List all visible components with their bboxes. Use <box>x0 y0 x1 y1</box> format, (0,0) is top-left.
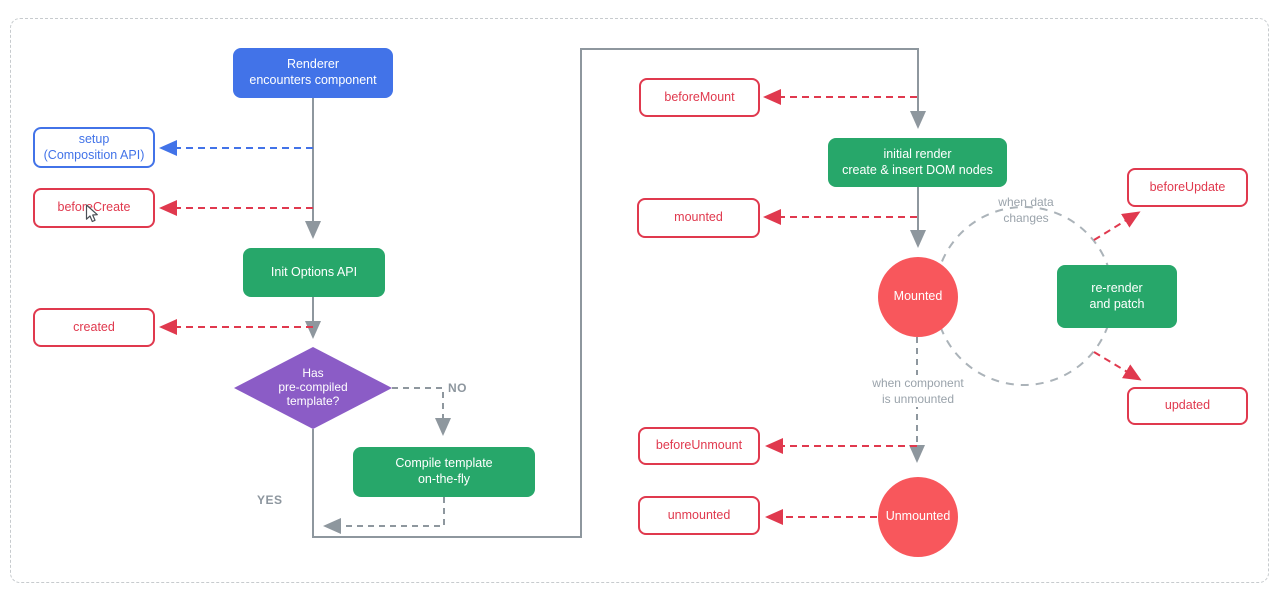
node-label: Has <box>302 366 324 381</box>
node-label: Compile template <box>395 456 493 471</box>
label-no: NO <box>448 381 467 395</box>
edge-to-before-update <box>1093 211 1141 241</box>
decision-diamond-shape <box>234 347 392 429</box>
node-updated-hook: updated <box>1127 387 1248 425</box>
label-when-component-unmounted: when component is unmounted <box>871 375 965 408</box>
note-line: is unmounted <box>881 392 955 407</box>
node-label: setup <box>78 131 110 146</box>
edge-compile-return <box>323 497 445 534</box>
node-label: updated <box>1164 398 1211 413</box>
node-init-options-api: Init Options API <box>243 248 385 297</box>
node-label: Init Options API <box>270 264 358 279</box>
node-label: Renderer <box>286 57 340 72</box>
node-label: created <box>73 319 115 334</box>
node-label: (Composition API) <box>43 147 145 162</box>
node-unmounted-hook: unmounted <box>638 496 760 535</box>
node-label: beforeUnmount <box>655 438 743 453</box>
node-label: and patch <box>1089 296 1145 311</box>
node-label: create & insert DOM nodes <box>842 162 993 177</box>
edge-to-updated <box>1093 351 1142 381</box>
node-label: beforeUpdate <box>1149 179 1226 194</box>
node-unmounted-state: Unmounted <box>878 477 958 557</box>
node-label: beforeCreate <box>57 200 131 215</box>
node-renderer: Renderer encounters component <box>233 48 393 98</box>
node-label: beforeMount <box>664 89 735 104</box>
label-when-data-changes: when data changes <box>980 194 1072 226</box>
node-before-mount-hook: beforeMount <box>639 78 760 117</box>
node-mounted-hook: mounted <box>637 198 760 238</box>
note-line: changes <box>1003 211 1049 226</box>
node-has-precompiled-template: Has pre-compiled template? <box>253 366 373 409</box>
note-line: component <box>904 376 964 390</box>
node-created-hook: created <box>33 308 155 347</box>
node-label: mounted <box>674 210 723 225</box>
node-label: Unmounted <box>885 509 951 524</box>
label-yes: YES <box>257 493 283 507</box>
note-line: when <box>872 376 901 390</box>
node-label: Mounted <box>893 289 943 304</box>
node-before-update-hook: beforeUpdate <box>1127 168 1248 207</box>
node-initial-render: initial render create & insert DOM nodes <box>828 138 1007 187</box>
node-setup-hook: setup (Composition API) <box>33 127 155 168</box>
node-label: pre-compiled <box>278 380 348 395</box>
node-compile-template: Compile template on-the-fly <box>353 447 535 497</box>
node-label: unmounted <box>667 507 731 522</box>
node-label: on-the-fly <box>417 472 471 486</box>
edge-yes-to-initial-render <box>312 48 926 538</box>
node-re-render-and-patch: re-render and patch <box>1057 265 1177 328</box>
node-label: initial render <box>883 146 952 161</box>
node-before-unmount-hook: beforeUnmount <box>638 427 760 465</box>
mouse-cursor-icon <box>85 204 98 223</box>
node-label: template? <box>286 393 340 408</box>
note-line: when data <box>998 195 1054 209</box>
node-label: encounters component <box>249 73 377 87</box>
node-label: re-render <box>1091 280 1143 295</box>
edge-no-to-compile <box>392 387 451 436</box>
node-mounted-state: Mounted <box>878 257 958 337</box>
